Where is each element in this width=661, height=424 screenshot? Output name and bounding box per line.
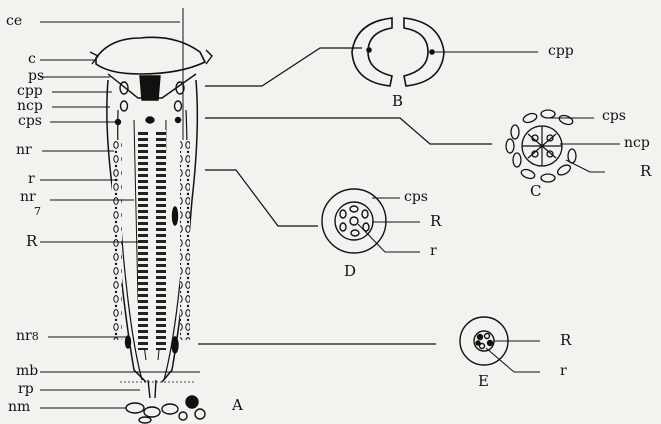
label-nr8: nr8 [16,329,39,344]
label-mb: mb [16,364,38,378]
label-C-R: R [640,164,651,178]
label-B-cpp: cpp [548,44,574,58]
label-nr8-sub: 8 [32,330,39,343]
label-cps: cps [18,114,42,128]
label-D-r: r [430,244,437,258]
label-nm: nm [8,400,30,414]
ommatidium-longitudinal-section [90,8,212,423]
label-rp: rp [18,382,34,396]
label-D-R: R [430,214,441,228]
label-c: c [28,52,36,66]
line-to-C [205,118,492,144]
label-ce: ce [6,14,22,28]
label-R: R [26,234,37,248]
pseudocone [140,76,160,100]
section-indicator-lines [198,48,492,344]
label-E-R: R [560,333,571,347]
line-to-B [205,48,362,86]
label-ps: ps [28,69,44,83]
label-nr7-text: nr [20,189,36,205]
label-E-r: r [560,364,567,378]
label-D-cps: cps [404,190,428,204]
label-C-cps: cps [602,109,626,123]
figure-B-left-half [352,18,392,86]
corneal-lens [96,37,205,74]
figure-E-section [460,317,540,372]
label-C: C [530,184,541,198]
label-ncp: ncp [17,99,43,113]
label-nr7-sub: 7 [34,205,41,218]
label-C-ncp: ncp [624,136,650,150]
label-r: r [28,172,35,186]
figure-B-section [352,18,538,86]
label-nr: nr [16,143,32,157]
label-E: E [478,374,489,388]
line-to-D [205,170,318,226]
ommatidium-outline-right [162,80,197,382]
label-A: A [232,398,243,412]
label-nr8-text: nr [16,328,32,344]
label-cpp: cpp [17,84,43,98]
label-B: B [392,94,403,108]
label-D: D [344,264,356,278]
